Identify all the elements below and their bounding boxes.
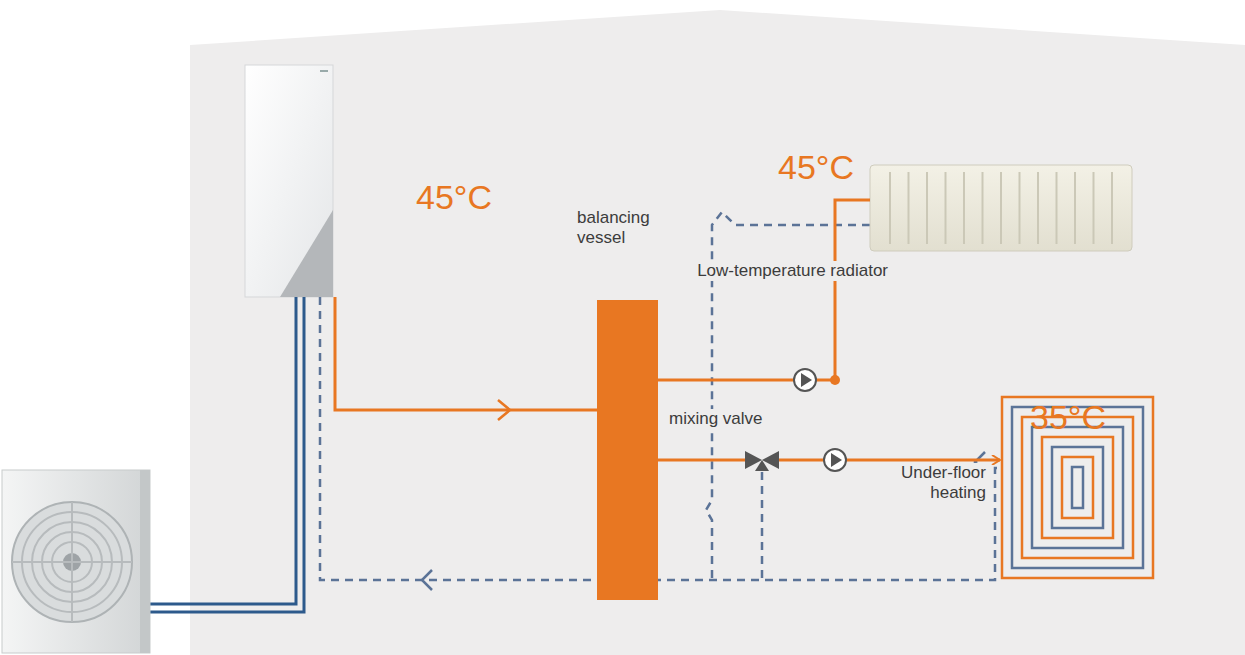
indoor-unit (245, 65, 333, 297)
valve-symbol (745, 449, 779, 471)
pump-symbol (794, 369, 816, 391)
mixing-valve: mixing valve (745, 449, 779, 471)
supply-pipe (335, 297, 597, 420)
pipe-connector (658, 200, 870, 380)
refrigerant-pipes (150, 297, 304, 612)
temperature-label: 45°C (416, 180, 492, 214)
node-label: balancing vessel (575, 208, 671, 249)
balancing-vessel: balancing vessel (597, 300, 658, 600)
house-outline (190, 10, 1245, 655)
pipe-connector (658, 459, 745, 462)
node-label: Low-temperature radiator (695, 261, 890, 281)
node-label: Under-floor heating (888, 463, 988, 504)
underfloor-coil (1002, 397, 1153, 578)
temperature-label: 45°C (778, 150, 854, 184)
node-label: mixing valve (667, 409, 765, 429)
temperature-label: 35°C (1030, 400, 1106, 434)
pipe-connector (779, 459, 1000, 462)
pump-symbol (824, 449, 846, 471)
radiator (870, 165, 1132, 251)
outdoor-unit (2, 470, 150, 653)
radiator-node: Low-temperature radiator (870, 165, 1132, 251)
return-pipe (320, 212, 1000, 580)
junction-dot (830, 375, 840, 385)
